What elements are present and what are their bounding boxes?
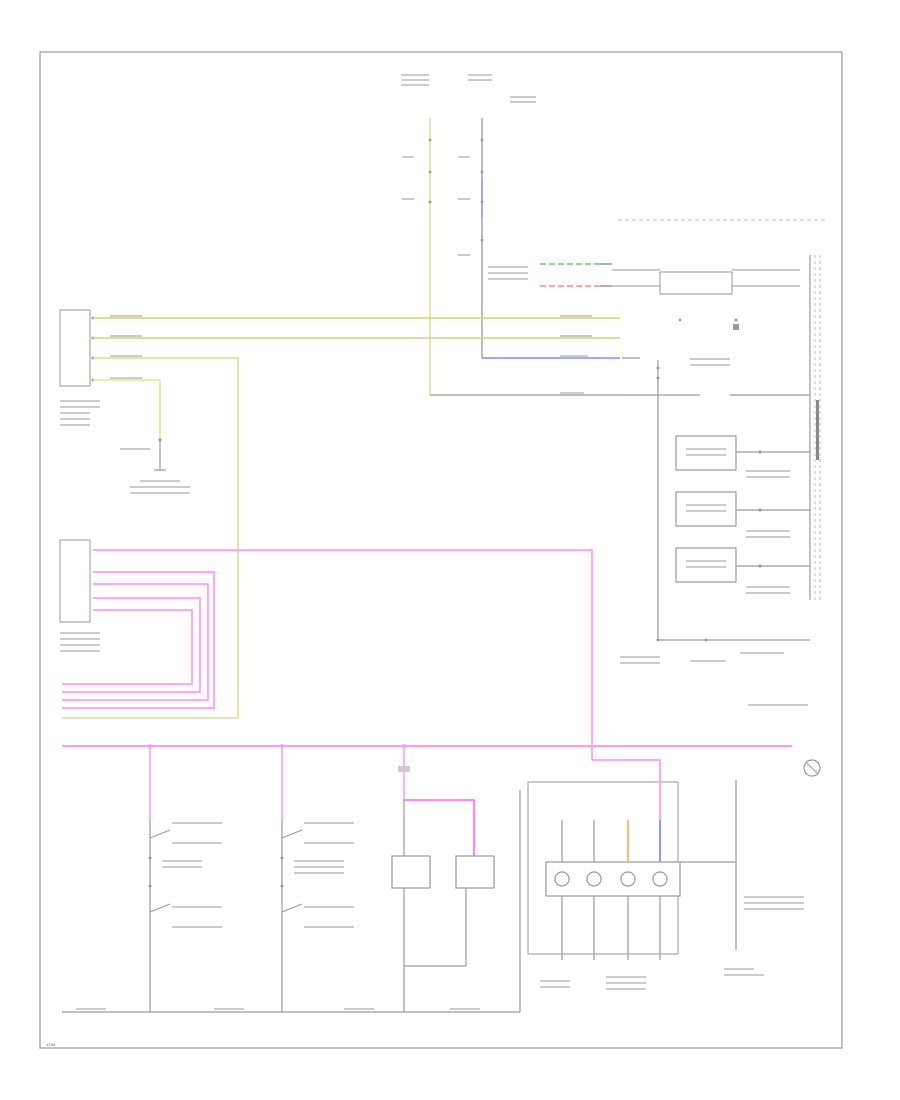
left-connector-top xyxy=(59,309,91,387)
signal-wires-top-right xyxy=(540,263,800,287)
top-right-module xyxy=(659,271,733,295)
top-fuse-feeds xyxy=(429,118,622,396)
yellow-harness xyxy=(62,317,620,719)
relay-left xyxy=(391,855,431,889)
yellow-harness-labels xyxy=(110,315,592,394)
right-switch-column xyxy=(622,357,810,641)
footer-code: 1234 xyxy=(46,1043,56,1047)
left-connector-pink xyxy=(59,539,91,623)
relay-right xyxy=(455,855,495,889)
bus-label-block xyxy=(816,400,819,460)
left-connector-top-label xyxy=(60,400,100,426)
diagram-frame xyxy=(39,51,843,1049)
pink-harness xyxy=(62,549,593,760)
top-fuse-markers xyxy=(401,74,536,256)
